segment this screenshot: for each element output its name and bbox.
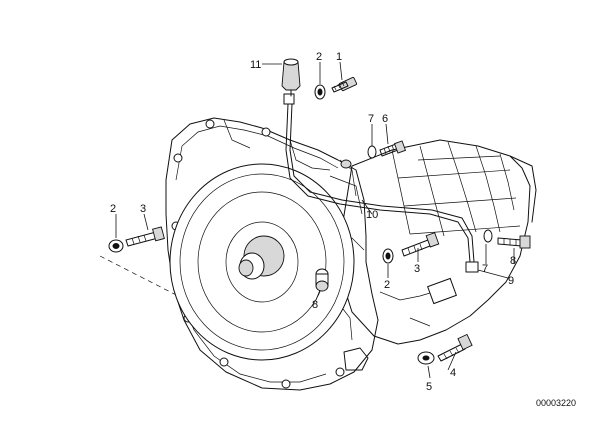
dipstick-handle (281, 58, 301, 97)
bolt-upper-right (367, 140, 407, 159)
callout-2-washer-top: 2 (316, 51, 322, 63)
bolt-bottom (417, 333, 473, 365)
document-number: 00003220 (536, 398, 576, 408)
bolt-top (314, 76, 358, 100)
callout-9-bracket: 9 (508, 275, 514, 287)
bolt-left (108, 226, 165, 253)
callout-8-bolt-right: 8 (510, 255, 516, 267)
reference-line-left (99, 255, 187, 301)
callout-1-bolt-top: 1 (336, 51, 342, 63)
dipstick-tube (283, 93, 479, 273)
bolt-middle (382, 232, 440, 264)
callout-2-washer-left: 2 (110, 203, 116, 215)
callout-3-bolt-left: 3 (140, 203, 146, 215)
callout-3-bolt-middle: 3 (414, 263, 420, 275)
callout-2-washer-middle: 2 (384, 279, 390, 291)
callout-5-washer-bottom: 5 (426, 381, 432, 393)
bolt-right (483, 229, 531, 249)
callout-7-washer-right: 7 (482, 263, 488, 275)
callout-10-tube: 10 (366, 209, 378, 221)
callout-7-washer-upper: 7 (368, 113, 374, 125)
sleeve-left (315, 268, 329, 292)
callout-4-bolt-bottom: 4 (450, 367, 456, 379)
callout-8-sleeve: 8 (312, 299, 318, 311)
callout-labels: 11 2 1 7 6 2 3 10 3 2 8 7 8 9 5 4 (110, 51, 516, 393)
gearbox-rear-housing (339, 139, 537, 345)
callout-11-dipstick: 11 (250, 59, 261, 71)
callout-6-bolt-upper: 6 (382, 113, 388, 125)
leader-lines (115, 61, 515, 379)
torque-converter (169, 163, 355, 361)
